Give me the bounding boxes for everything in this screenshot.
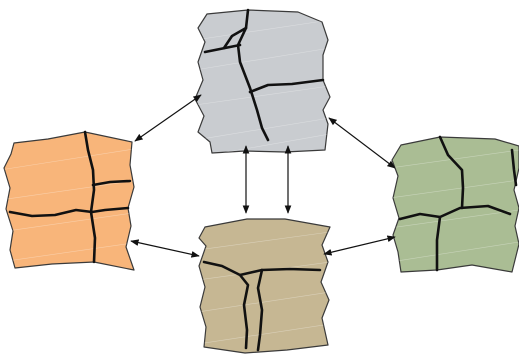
arrow-tan-green bbox=[323, 235, 396, 256]
tile-tan-body bbox=[198, 218, 331, 354]
tile-green bbox=[391, 135, 519, 273]
tile-tan-texture bbox=[199, 231, 330, 345]
tile-gray-crack-1 bbox=[236, 8, 270, 142]
tile-gray bbox=[194, 8, 331, 154]
connections bbox=[130, 94, 396, 258]
tile-orange-crack-2 bbox=[91, 179, 132, 187]
tile-tan bbox=[198, 218, 331, 354]
tile-green-crack-1 bbox=[438, 135, 465, 210]
tile-orange bbox=[3, 130, 135, 271]
tile-orange-crack-4 bbox=[90, 206, 130, 214]
arrow-orange-tan bbox=[130, 239, 200, 258]
tile-orange-body bbox=[3, 131, 135, 271]
tile-green-crack-3 bbox=[435, 215, 442, 272]
tile-orange-texture bbox=[4, 147, 134, 263]
tile-orange-crack-3 bbox=[8, 208, 94, 218]
tile-gray-crack-4 bbox=[222, 26, 248, 50]
tile-green-crack-2 bbox=[398, 204, 512, 221]
arrow-gray-green bbox=[328, 117, 396, 169]
tile-gray-crack-3 bbox=[248, 78, 325, 94]
tile-green-texture bbox=[392, 149, 519, 263]
tile-orange-crack-1 bbox=[83, 130, 97, 264]
tile-tan-crack-2 bbox=[238, 273, 250, 350]
tile-green-crack-4 bbox=[510, 148, 518, 187]
arrow-gray-orange bbox=[134, 94, 202, 142]
tile-tan-crack-1 bbox=[202, 260, 322, 277]
tile-green-body bbox=[391, 136, 519, 273]
tile-tan-crack-3 bbox=[256, 268, 264, 352]
